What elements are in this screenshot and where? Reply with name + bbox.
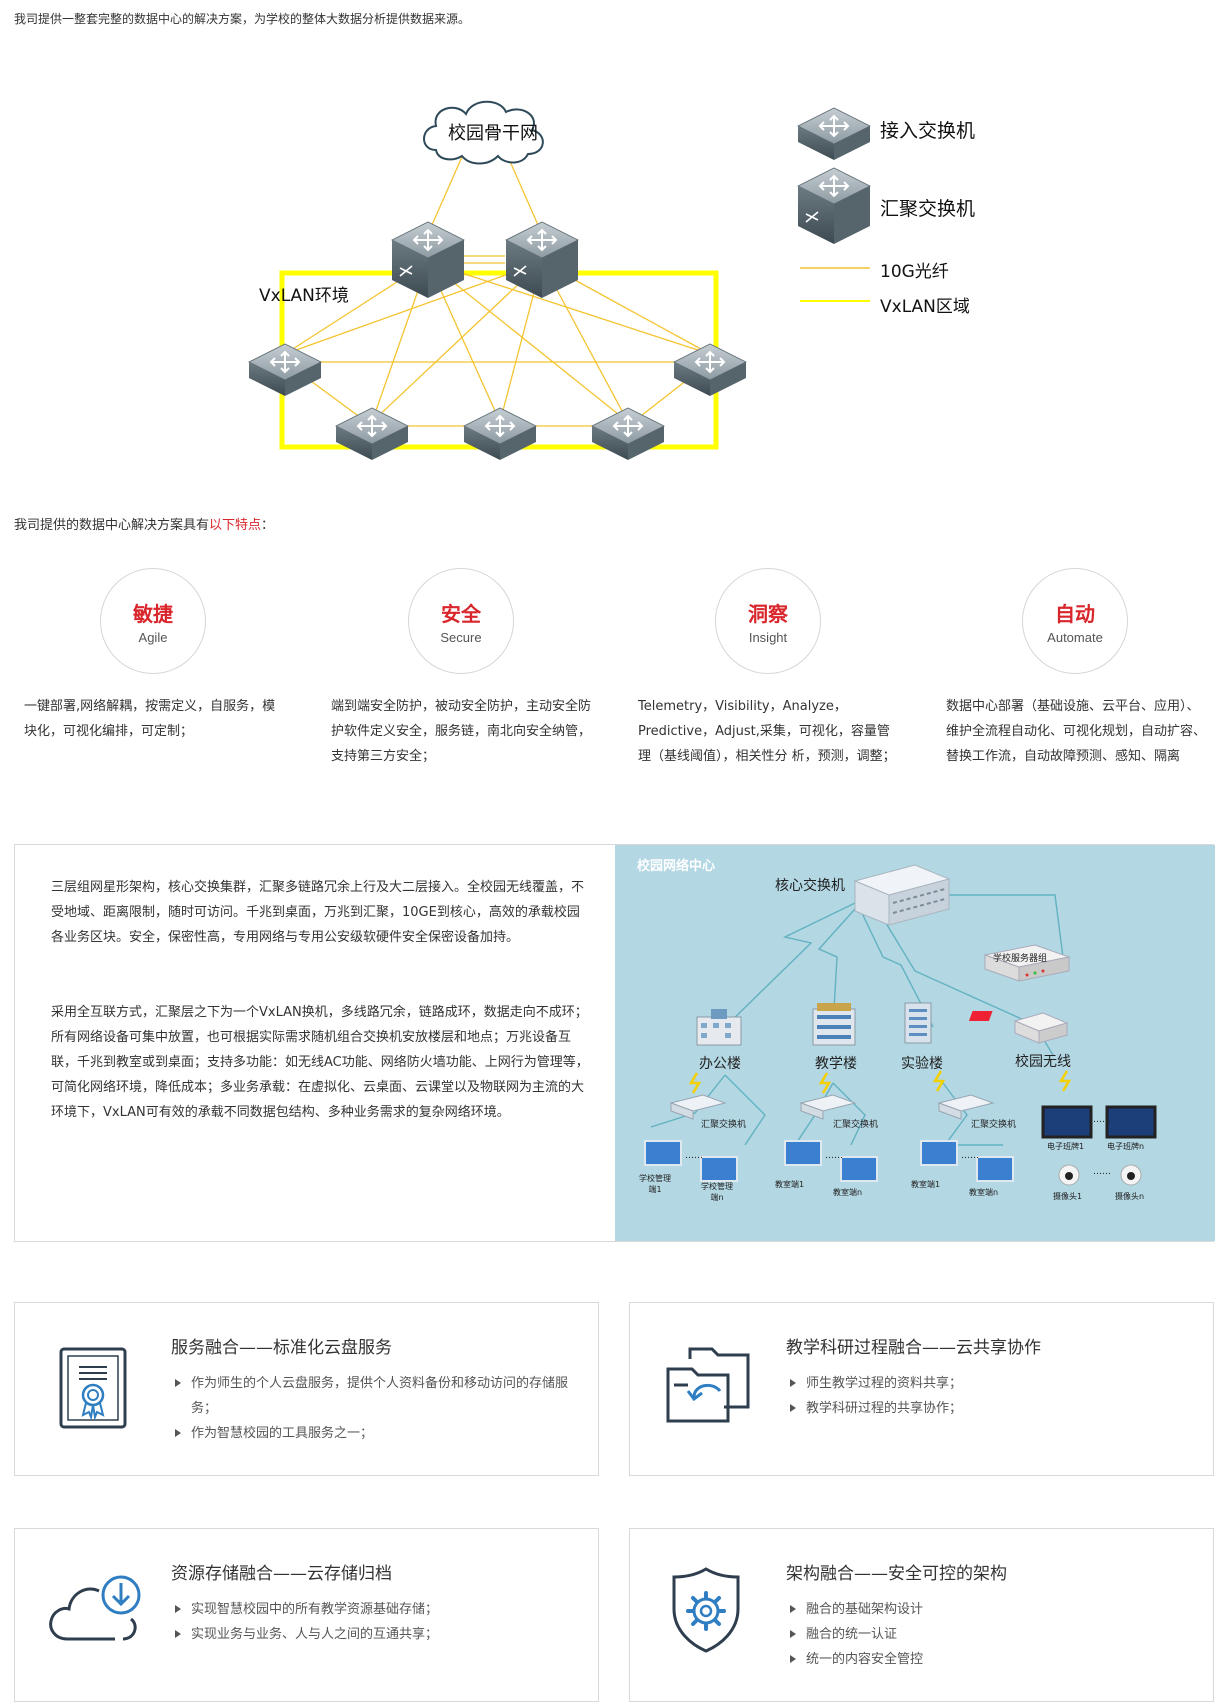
card-title: 架构融合——安全可控的架构 [786, 1564, 1007, 1584]
list-item: 作为师生的个人云盘服务，提供个人资料备份和移动访问的存储服务； [171, 1371, 586, 1421]
access-switch-1 [248, 343, 322, 397]
card-list: 师生教学过程的资料共享； 教学科研过程的共享协作； [786, 1371, 1201, 1421]
core-switch-label: 核心交换机 [775, 878, 845, 894]
card-teaching-fusion: 教学科研过程融合——云共享协作 师生教学过程的资料共享； 教学科研过程的共享协作… [629, 1302, 1214, 1476]
panel-paragraph-1: 三层组网星形架构，核心交换集群，汇聚多链路冗余上行及大二层接入。全校园无线覆盖，… [51, 880, 585, 945]
electronic-class-sign-icons [1041, 1105, 1157, 1139]
card-list: 融合的基础架构设计 融合的统一认证 统一的内容安全管控 [786, 1597, 1201, 1672]
agg-switch-label-3: 汇聚交换机 [971, 1120, 1017, 1130]
folder-share-icon [666, 1347, 750, 1423]
server-icon [983, 944, 1071, 982]
feature-description: 一键部署,网络解耦，按需定义，自服务，模块化，可视化编排，可定制； [24, 699, 276, 739]
certificate-icon [59, 1347, 127, 1429]
wireless-bolts [688, 1070, 1072, 1094]
building-label-teaching: 教学楼 [815, 1056, 857, 1072]
agg-switch-label-1: 汇聚交换机 [701, 1120, 747, 1130]
card-title: 服务融合——标准化云盘服务 [171, 1338, 392, 1358]
legend-aggregation-switch-label: 汇聚交换机 [880, 198, 976, 220]
legend-access-switch-label: 接入交换机 [880, 120, 976, 142]
lab-building-icon [904, 1002, 932, 1044]
agg-switch-icons [669, 1094, 995, 1120]
feature-circle: 自动 Automate [1022, 568, 1128, 674]
terminal-label: 学校管理端1 [639, 1174, 671, 1194]
panel-paragraph-2: 采用全互联方式，汇聚层之下为一个VxLAN换机，多线路冗余，链路成环，数据走向不… [51, 1005, 589, 1120]
features-intro: 我司提供的数据中心解决方案具有以下特点： [14, 518, 275, 533]
ellipsis: …… [1093, 1167, 1111, 1177]
card-list: 实现智慧校园中的所有教学资源基础存储； 实现业务与业务、人与人之间的互通共享； [171, 1597, 586, 1647]
feature-circle: 敏捷 Agile [100, 568, 206, 674]
terminal-label: 教室端n [833, 1188, 863, 1197]
screen-label: 电子班牌1 [1047, 1142, 1085, 1151]
access-switch-2 [673, 343, 747, 397]
screen-label: 电子班牌n [1107, 1142, 1145, 1151]
ellipsis: …… [685, 1151, 703, 1161]
building-label-lab: 实验楼 [901, 1056, 943, 1072]
campus-network-panel: 三层组网星形架构，核心交换集群，汇聚多链路冗余上行及大二层接入。全校园无线覆盖，… [14, 844, 1215, 1242]
terminal-monitor-icons [644, 1140, 1014, 1182]
card-architecture-fusion: 架构融合——安全可控的架构 融合的基础架构设计 融合的统一认证 统一的内容安全管… [629, 1528, 1214, 1702]
terminal-label: 教室端n [969, 1188, 999, 1197]
list-item: 实现业务与业务、人与人之间的互通共享； [171, 1622, 586, 1647]
ellipsis: …… [961, 1151, 979, 1161]
list-item: 教学科研过程的共享协作； [786, 1396, 1201, 1421]
intro-text: 我司提供一整套完整的数据中心的解决方案，为学校的整体大数据分析提供数据来源。 [14, 12, 471, 26]
terminal-label: 教室端1 [911, 1180, 941, 1189]
camera-label: 摄像头1 [1053, 1192, 1083, 1201]
agg-switch-label-2: 汇聚交换机 [833, 1120, 879, 1130]
network-diagram [248, 100, 871, 460]
ellipsis: …… [1093, 1115, 1111, 1125]
terminal-label: 教室端1 [775, 1180, 805, 1189]
building-label-wireless: 校园无线 [1015, 1054, 1071, 1070]
feature-description: Telemetry，Visibility，Analyze，Predictive，… [638, 699, 896, 764]
feature-description: 端到端安全防护，被动安全防护，主动安全防护软件定义安全，服务链，南北向安全纳管，… [331, 699, 592, 764]
campus-network-image: 校园网络中心 核心交换机 学校服务器组 办公楼 教学楼 实验楼 校园无线 汇聚交… [615, 845, 1215, 1241]
feature-circle: 洞察 Insight [715, 568, 821, 674]
cloud-download-icon [49, 1575, 141, 1641]
teaching-building-icon [812, 1003, 856, 1046]
list-item: 师生教学过程的资料共享； [786, 1371, 1201, 1396]
card-title: 教学科研过程融合——云共享协作 [786, 1338, 1041, 1358]
aggregation-switch-left [391, 221, 465, 299]
list-item: 统一的内容安全管控 [786, 1647, 1201, 1672]
building-label-office: 办公楼 [699, 1056, 741, 1072]
access-switch-3 [335, 407, 409, 460]
aggregation-switch-icon [797, 167, 871, 245]
card-list: 作为师生的个人云盘服务，提供个人资料备份和移动访问的存储服务； 作为智慧校园的工… [171, 1371, 586, 1446]
feature-description: 数据中心部署（基础设施、云平台、应用）、维护全流程自动化、可视化规划，自动扩容、… [946, 699, 1207, 764]
shield-gear-icon [672, 1567, 740, 1653]
core-switch [853, 864, 951, 926]
vxlan-label: VxLAN环境 [259, 286, 349, 306]
camera-label: 摄像头n [1115, 1192, 1145, 1201]
card-service-fusion: 服务融合——标准化云盘服务 作为师生的个人云盘服务，提供个人资料备份和移动访问的… [14, 1302, 599, 1476]
card-storage-fusion: 资源存储融合——云存储归档 实现智慧校园中的所有教学资源基础存储； 实现业务与业… [14, 1528, 599, 1702]
feature-circle: 安全 Secure [408, 568, 514, 674]
access-switch-4 [463, 407, 537, 460]
camera-icons [1058, 1164, 1142, 1186]
ellipsis: …… [825, 1151, 843, 1161]
wireless-ap-icon [968, 1011, 1069, 1044]
list-item: 实现智慧校园中的所有教学资源基础存储； [171, 1597, 586, 1622]
terminal-label: 学校管理端n [701, 1182, 733, 1202]
list-item: 作为智慧校园的工具服务之一； [171, 1421, 586, 1446]
list-item: 融合的统一认证 [786, 1622, 1201, 1647]
campus-backbone-cloud [423, 100, 544, 165]
campus-network-illustration [644, 864, 1157, 1186]
list-item: 融合的基础架构设计 [786, 1597, 1201, 1622]
image-title: 校园网络中心 [637, 859, 716, 874]
legend-fiber-label: 10G光纤 [880, 262, 949, 282]
access-switch-icon [797, 107, 871, 161]
server-label: 学校服务器组 [993, 954, 1048, 964]
access-switch-5 [591, 407, 665, 460]
legend-vxlan-label: VxLAN区域 [880, 297, 970, 317]
cloud-label: 校园骨干网 [448, 123, 538, 144]
office-building-icon [696, 1009, 742, 1046]
card-title: 资源存储融合——云存储归档 [171, 1564, 392, 1584]
